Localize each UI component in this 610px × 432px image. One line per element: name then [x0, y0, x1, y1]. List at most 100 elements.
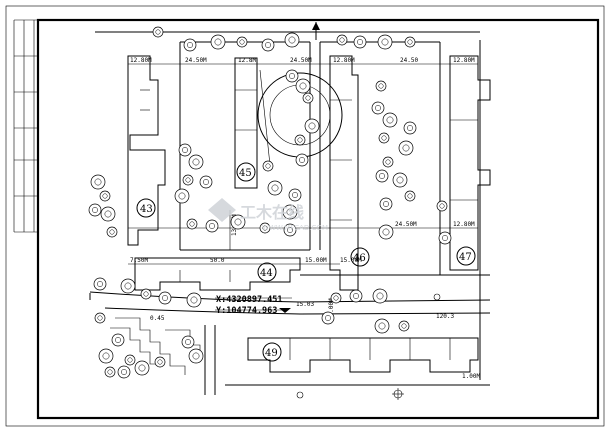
tree-icon: [106, 226, 118, 238]
tree-icon: [436, 200, 448, 212]
tree-icon: [158, 291, 172, 305]
building-49-number: 49: [265, 348, 278, 359]
building-43: 43: [127, 55, 166, 246]
tree-icon: [404, 36, 416, 48]
building-43-marker: [136, 198, 156, 218]
tree-core: [109, 229, 115, 235]
tree-icon: [140, 288, 152, 300]
tree-core: [407, 39, 413, 45]
building-47-number: 47: [459, 252, 472, 263]
tree-icon: [404, 190, 416, 202]
tree-icon: [236, 36, 248, 48]
tree-icon: [120, 278, 136, 294]
tree-core: [401, 323, 407, 329]
building-49: 49: [247, 337, 479, 373]
tree-core: [379, 173, 385, 179]
tree-icon: [262, 160, 274, 172]
outer-frame: [5, 5, 605, 427]
tree-icon: [375, 169, 389, 183]
tree-icon: [349, 289, 363, 303]
inner-frame: [36, 18, 600, 420]
tree-icon: [379, 197, 393, 211]
tree-core: [396, 176, 404, 184]
tree-core: [333, 295, 339, 301]
dim-label-10: 7.50M: [130, 257, 148, 264]
tree-icon: [321, 311, 335, 325]
tree-core: [262, 225, 268, 231]
tree-core: [209, 223, 215, 229]
tree-core: [385, 159, 391, 165]
tree-icon: [111, 333, 125, 347]
tree-icon: [353, 35, 367, 49]
building-44: 44: [134, 257, 301, 291]
tree-icon: [117, 365, 131, 379]
tree-icon: [283, 223, 297, 237]
tree-core: [376, 292, 384, 300]
tree-icon: [377, 34, 393, 50]
tree-core: [305, 95, 311, 101]
tree-core: [339, 37, 345, 43]
tree-core: [271, 184, 279, 192]
tree-icon: [288, 188, 302, 202]
tree-icon: [199, 175, 213, 189]
tree-core: [94, 178, 102, 186]
tree-icon: [134, 360, 150, 376]
tree-core: [127, 357, 133, 363]
tree-icon: [186, 292, 202, 308]
tree-core: [286, 208, 294, 216]
coordinate-y: Y:104774.963: [216, 306, 277, 316]
tree-icon: [174, 188, 190, 204]
tree-icon: [104, 366, 116, 378]
elevation-3: 15.03: [296, 301, 314, 308]
tree-core: [97, 281, 103, 287]
tree-core: [407, 125, 413, 131]
tree-core: [97, 315, 103, 321]
building-43-number: 43: [140, 204, 153, 215]
tree-core: [287, 227, 293, 233]
building-45: 45: [234, 57, 258, 189]
dim-label-1: 12.80M: [130, 57, 152, 64]
tree-core: [378, 322, 386, 330]
tree-core: [265, 42, 271, 48]
building-47-marker: [456, 246, 476, 266]
tree-core: [386, 116, 394, 124]
tree-core: [121, 369, 127, 375]
dim-label-6: 24.50: [400, 57, 418, 64]
tree-icon: [188, 348, 204, 364]
coordinate-x: X:4320897.451: [216, 295, 283, 305]
tree-icon: [188, 154, 204, 170]
tree-core: [234, 218, 242, 226]
dim-label-13: 15.00M: [340, 257, 362, 264]
tree-symbols: [88, 26, 452, 379]
tree-core: [402, 144, 410, 152]
tree-icon: [284, 32, 300, 48]
tree-icon: [295, 153, 309, 167]
tree-icon: [378, 224, 394, 240]
tree-icon: [124, 354, 136, 366]
tree-core: [178, 192, 186, 200]
tree-core: [289, 73, 295, 79]
elevation-1: 120.3: [436, 313, 454, 320]
tree-core: [192, 158, 200, 166]
tree-core: [192, 352, 200, 360]
tree-icon: [93, 277, 107, 291]
tree-icon: [398, 320, 410, 332]
tree-core: [381, 38, 389, 46]
coordinate-callout: [215, 297, 292, 313]
tree-icon: [267, 180, 283, 196]
tree-icon: [382, 112, 398, 128]
tree-core: [442, 235, 448, 241]
tree-core: [381, 135, 387, 141]
tree-icon: [183, 38, 197, 52]
watermark-logo: 工木在线: [240, 203, 304, 222]
dim-label-2: 24.50M: [185, 57, 207, 64]
building-46-number: 46: [353, 253, 366, 264]
tree-core: [214, 38, 222, 46]
tree-core: [382, 228, 390, 236]
crosshair-icon: [392, 388, 404, 400]
tree-icon: [99, 190, 111, 202]
tree-core: [297, 137, 303, 143]
tree-icon: [181, 335, 195, 349]
tree-icon: [98, 348, 114, 364]
small-marker-icon: [296, 293, 441, 399]
